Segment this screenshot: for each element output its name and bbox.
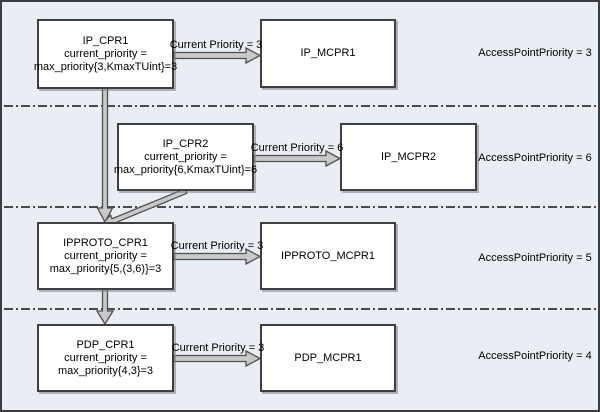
arrow-pdp-cpr1-to-pdp-mcpr1	[173, 349, 262, 368]
node-title: IP_MCPR1	[300, 47, 356, 59]
edge-label-current-priority: Current Priority = 3	[171, 342, 265, 354]
arrow-ip-cpr2-to-ip-mcpr2	[253, 149, 342, 168]
section-label-access-point-priority: AccessPointPriority = 5	[478, 252, 592, 264]
edge-label-current-priority: Current Priority = 3	[170, 240, 264, 252]
node-detail: current_priority =	[64, 47, 147, 60]
node-detail: max_priority{5,(3,6)}=3	[49, 262, 162, 275]
node-detail: max_priority{6,KmaxTUint}=6	[113, 163, 258, 176]
arrow-ipproto-cpr1-to-pdp-cpr1	[95, 288, 115, 326]
node-title: IPPROTO_CPR1	[63, 236, 148, 249]
node-ipproto-cpr1: IPPROTO_CPR1 current_priority = max_prio…	[37, 222, 174, 290]
section-label-access-point-priority: AccessPointPriority = 6	[478, 152, 592, 164]
node-title: IP_CPR1	[82, 34, 129, 47]
node-title: IP_MCPR2	[380, 150, 437, 163]
node-detail: current_priority =	[144, 150, 227, 163]
edge-label-current-priority: Current Priority = 3	[169, 39, 263, 51]
node-detail: max_priority{3,KmaxTUint}=3	[33, 60, 178, 73]
node-detail: current_priority =	[64, 249, 147, 262]
node-ip-cpr2: IP_CPR2 current_priority = max_priority{…	[113, 123, 258, 191]
arrow-ipproto-cpr1-to-ipproto-mcpr1	[173, 247, 262, 266]
node-pdp-cpr1: PDP_CPR1 current_priority = max_priority…	[37, 324, 174, 392]
node-title: IPPROTO_MCPR1	[281, 249, 375, 262]
section-label-access-point-priority: AccessPointPriority = 3	[478, 47, 592, 59]
node-detail: max_priority{4,3}=3	[57, 364, 154, 377]
arrow-ip-cpr1-to-ip-mcpr1	[173, 46, 262, 65]
arrow-ip-cpr1-to-ipproto-cpr1	[96, 87, 114, 224]
node-title: PDP_MCPR1	[294, 351, 362, 364]
node-ip-mcpr1: IP_MCPR1	[260, 19, 396, 88]
node-ip-mcpr2: IP_MCPR2	[340, 123, 477, 191]
node-pdp-mcpr1: PDP_MCPR1	[260, 324, 396, 392]
section-label-access-point-priority: AccessPointPriority = 4	[478, 350, 592, 362]
edge-label-current-priority: Current Priority = 6	[250, 142, 344, 154]
node-detail: current_priority =	[64, 351, 147, 364]
node-ipproto-mcpr1: IPPROTO_MCPR1	[260, 222, 396, 290]
node-title: IP_CPR2	[162, 137, 209, 150]
node-ip-cpr1: IP_CPR1 current_priority = max_priority{…	[33, 19, 178, 89]
node-title: PDP_CPR1	[76, 338, 135, 351]
